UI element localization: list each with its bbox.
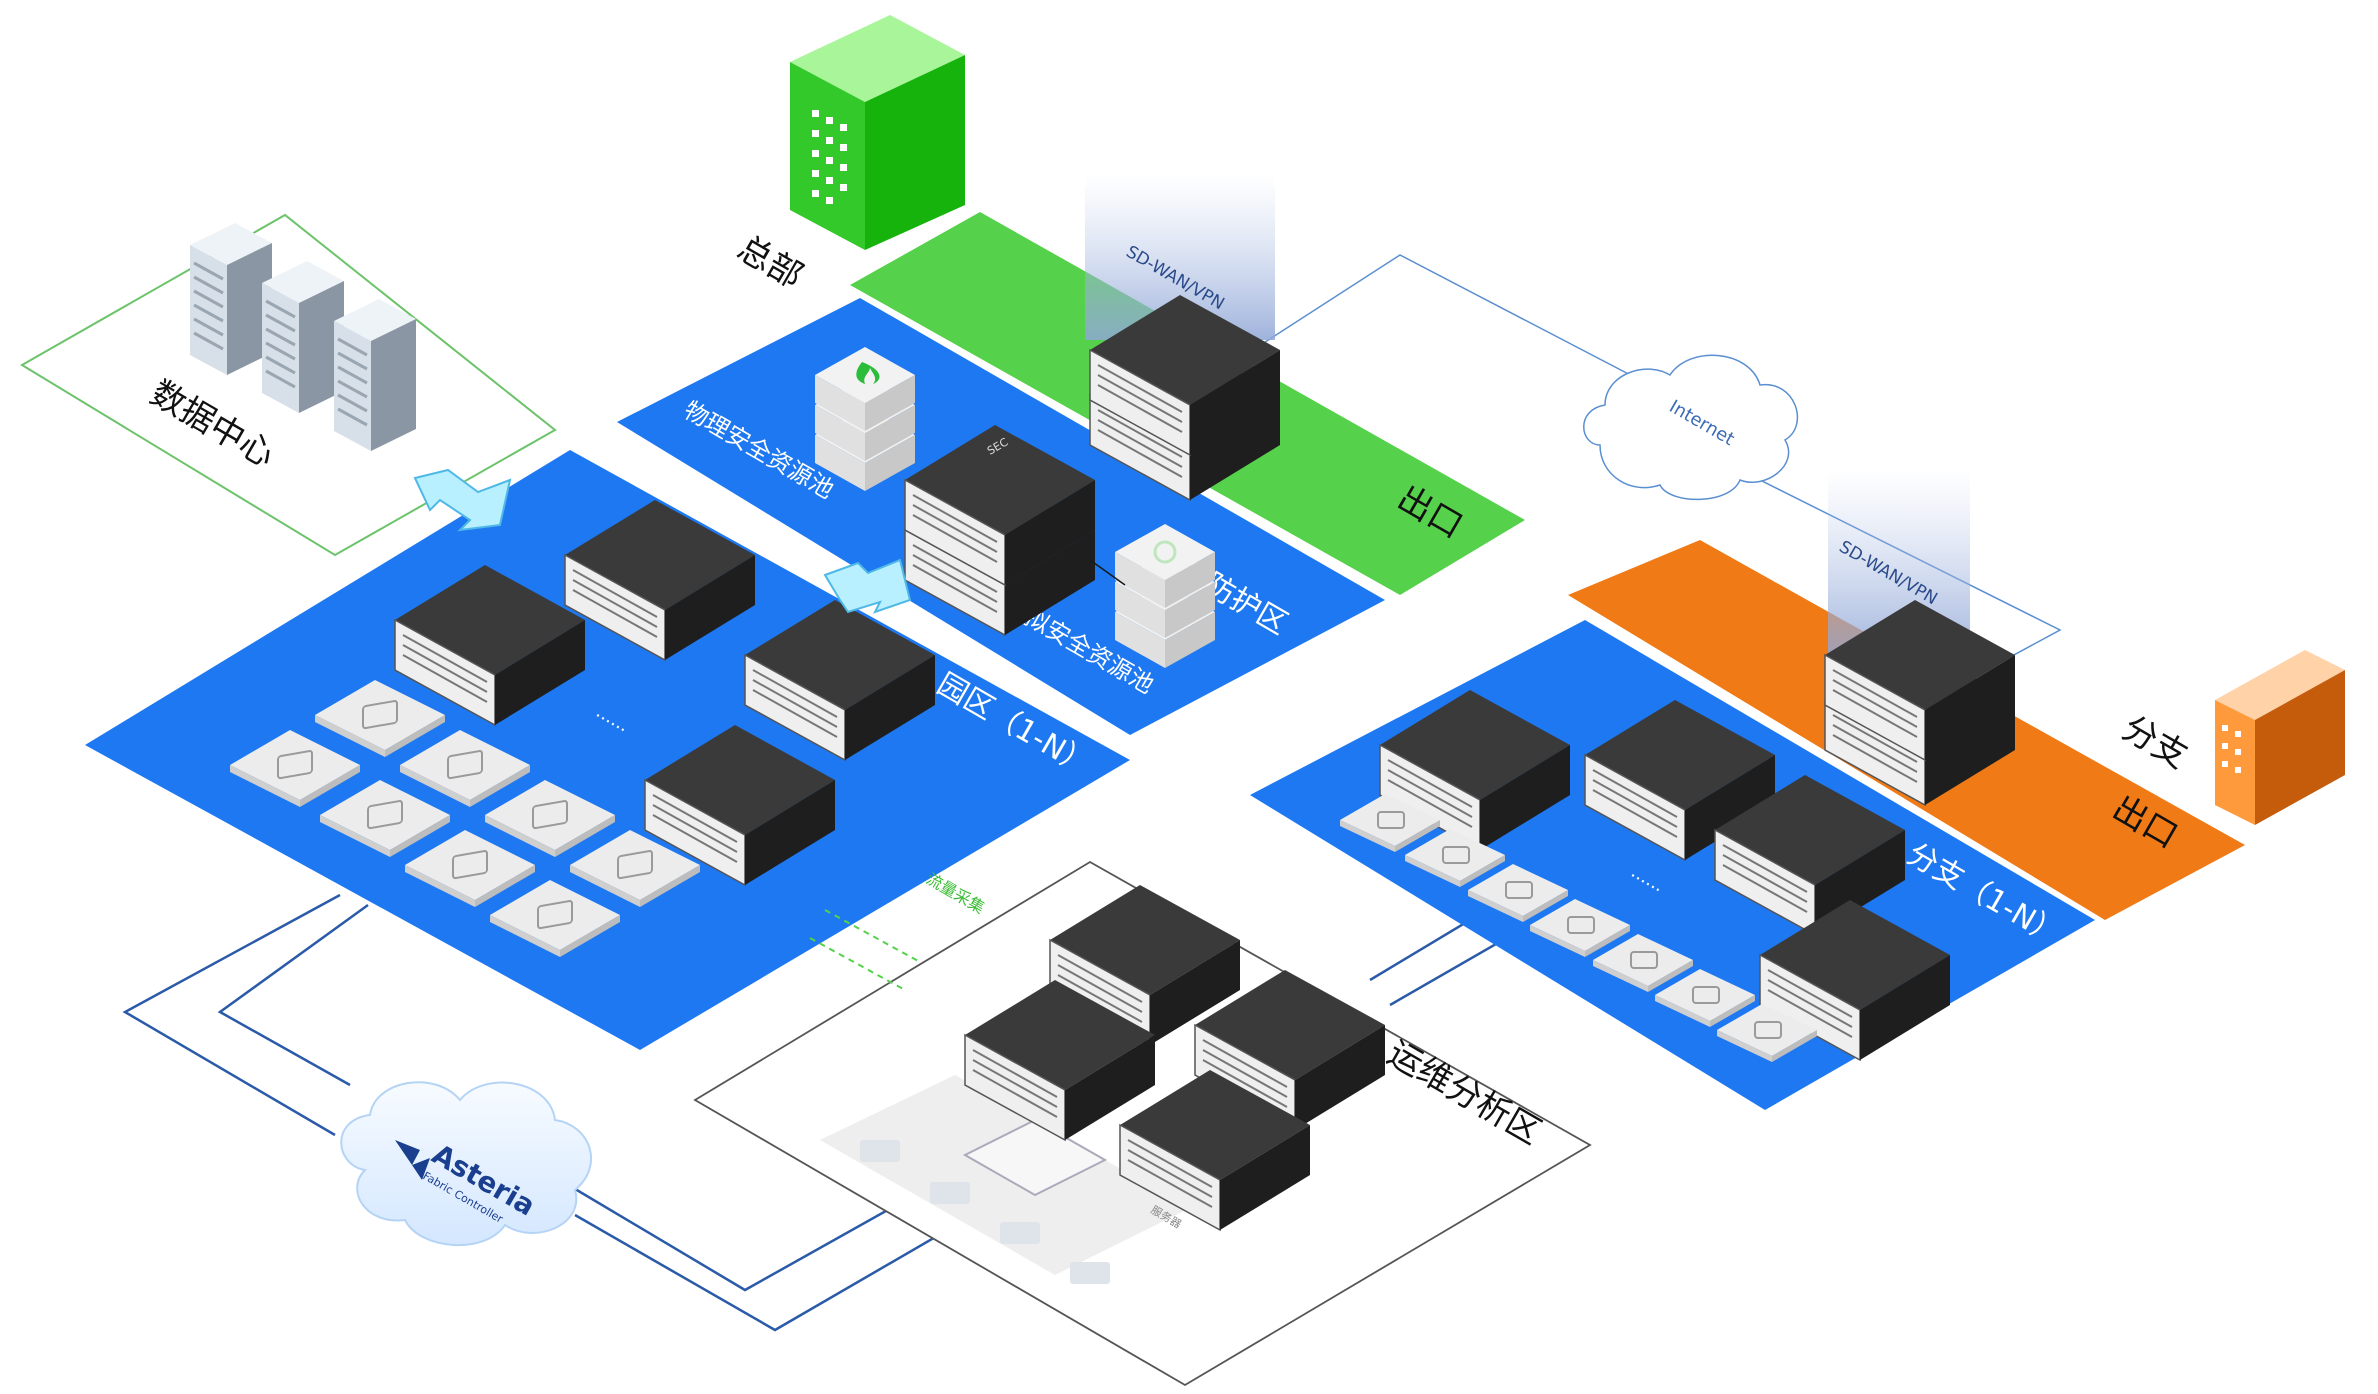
analysis-server [962,1118,1108,1197]
headquarters-label: 总部 [731,228,810,297]
datacenter-zone: 数据中心 [20,213,557,557]
virtual-flame-icon [1153,540,1177,564]
headquarters-building [790,15,965,250]
security-switch: SEC [904,424,1096,636]
ops-analysis-zone: 服务器 运维分析区 [693,860,1592,1387]
controller-cloud: Asteria Fabric Controller [340,1081,593,1246]
traffic-collection-label: 流量采集 [923,869,988,917]
bars-icon [1070,1262,1110,1284]
flame-icon [856,362,880,384]
branch-building [2215,650,2345,825]
ops-icons [860,1140,1110,1284]
traffic-collection-arrows [809,909,921,991]
datacenter-server-2 [260,259,346,415]
datacenter-server-1 [188,221,274,377]
virtual-firewall-stack [1115,524,1215,668]
topology-icon [860,1140,900,1162]
chart-icon [1000,1222,1040,1244]
hq-sdwan: SD-WAN/VPN [1085,175,1281,501]
campus-security-arrow [823,558,912,614]
asteria-logo-icon [395,1140,430,1180]
branch-label: 分支 [2116,708,2195,777]
datacenter-server-3 [332,297,418,453]
internet-cloud: Internet [1583,354,1799,501]
search-icon [930,1182,970,1204]
branch-sdwan: SD-WAN/VPN [1824,470,2016,806]
physical-firewall-stack [815,347,915,491]
datacenter-campus-arrow [413,468,512,532]
